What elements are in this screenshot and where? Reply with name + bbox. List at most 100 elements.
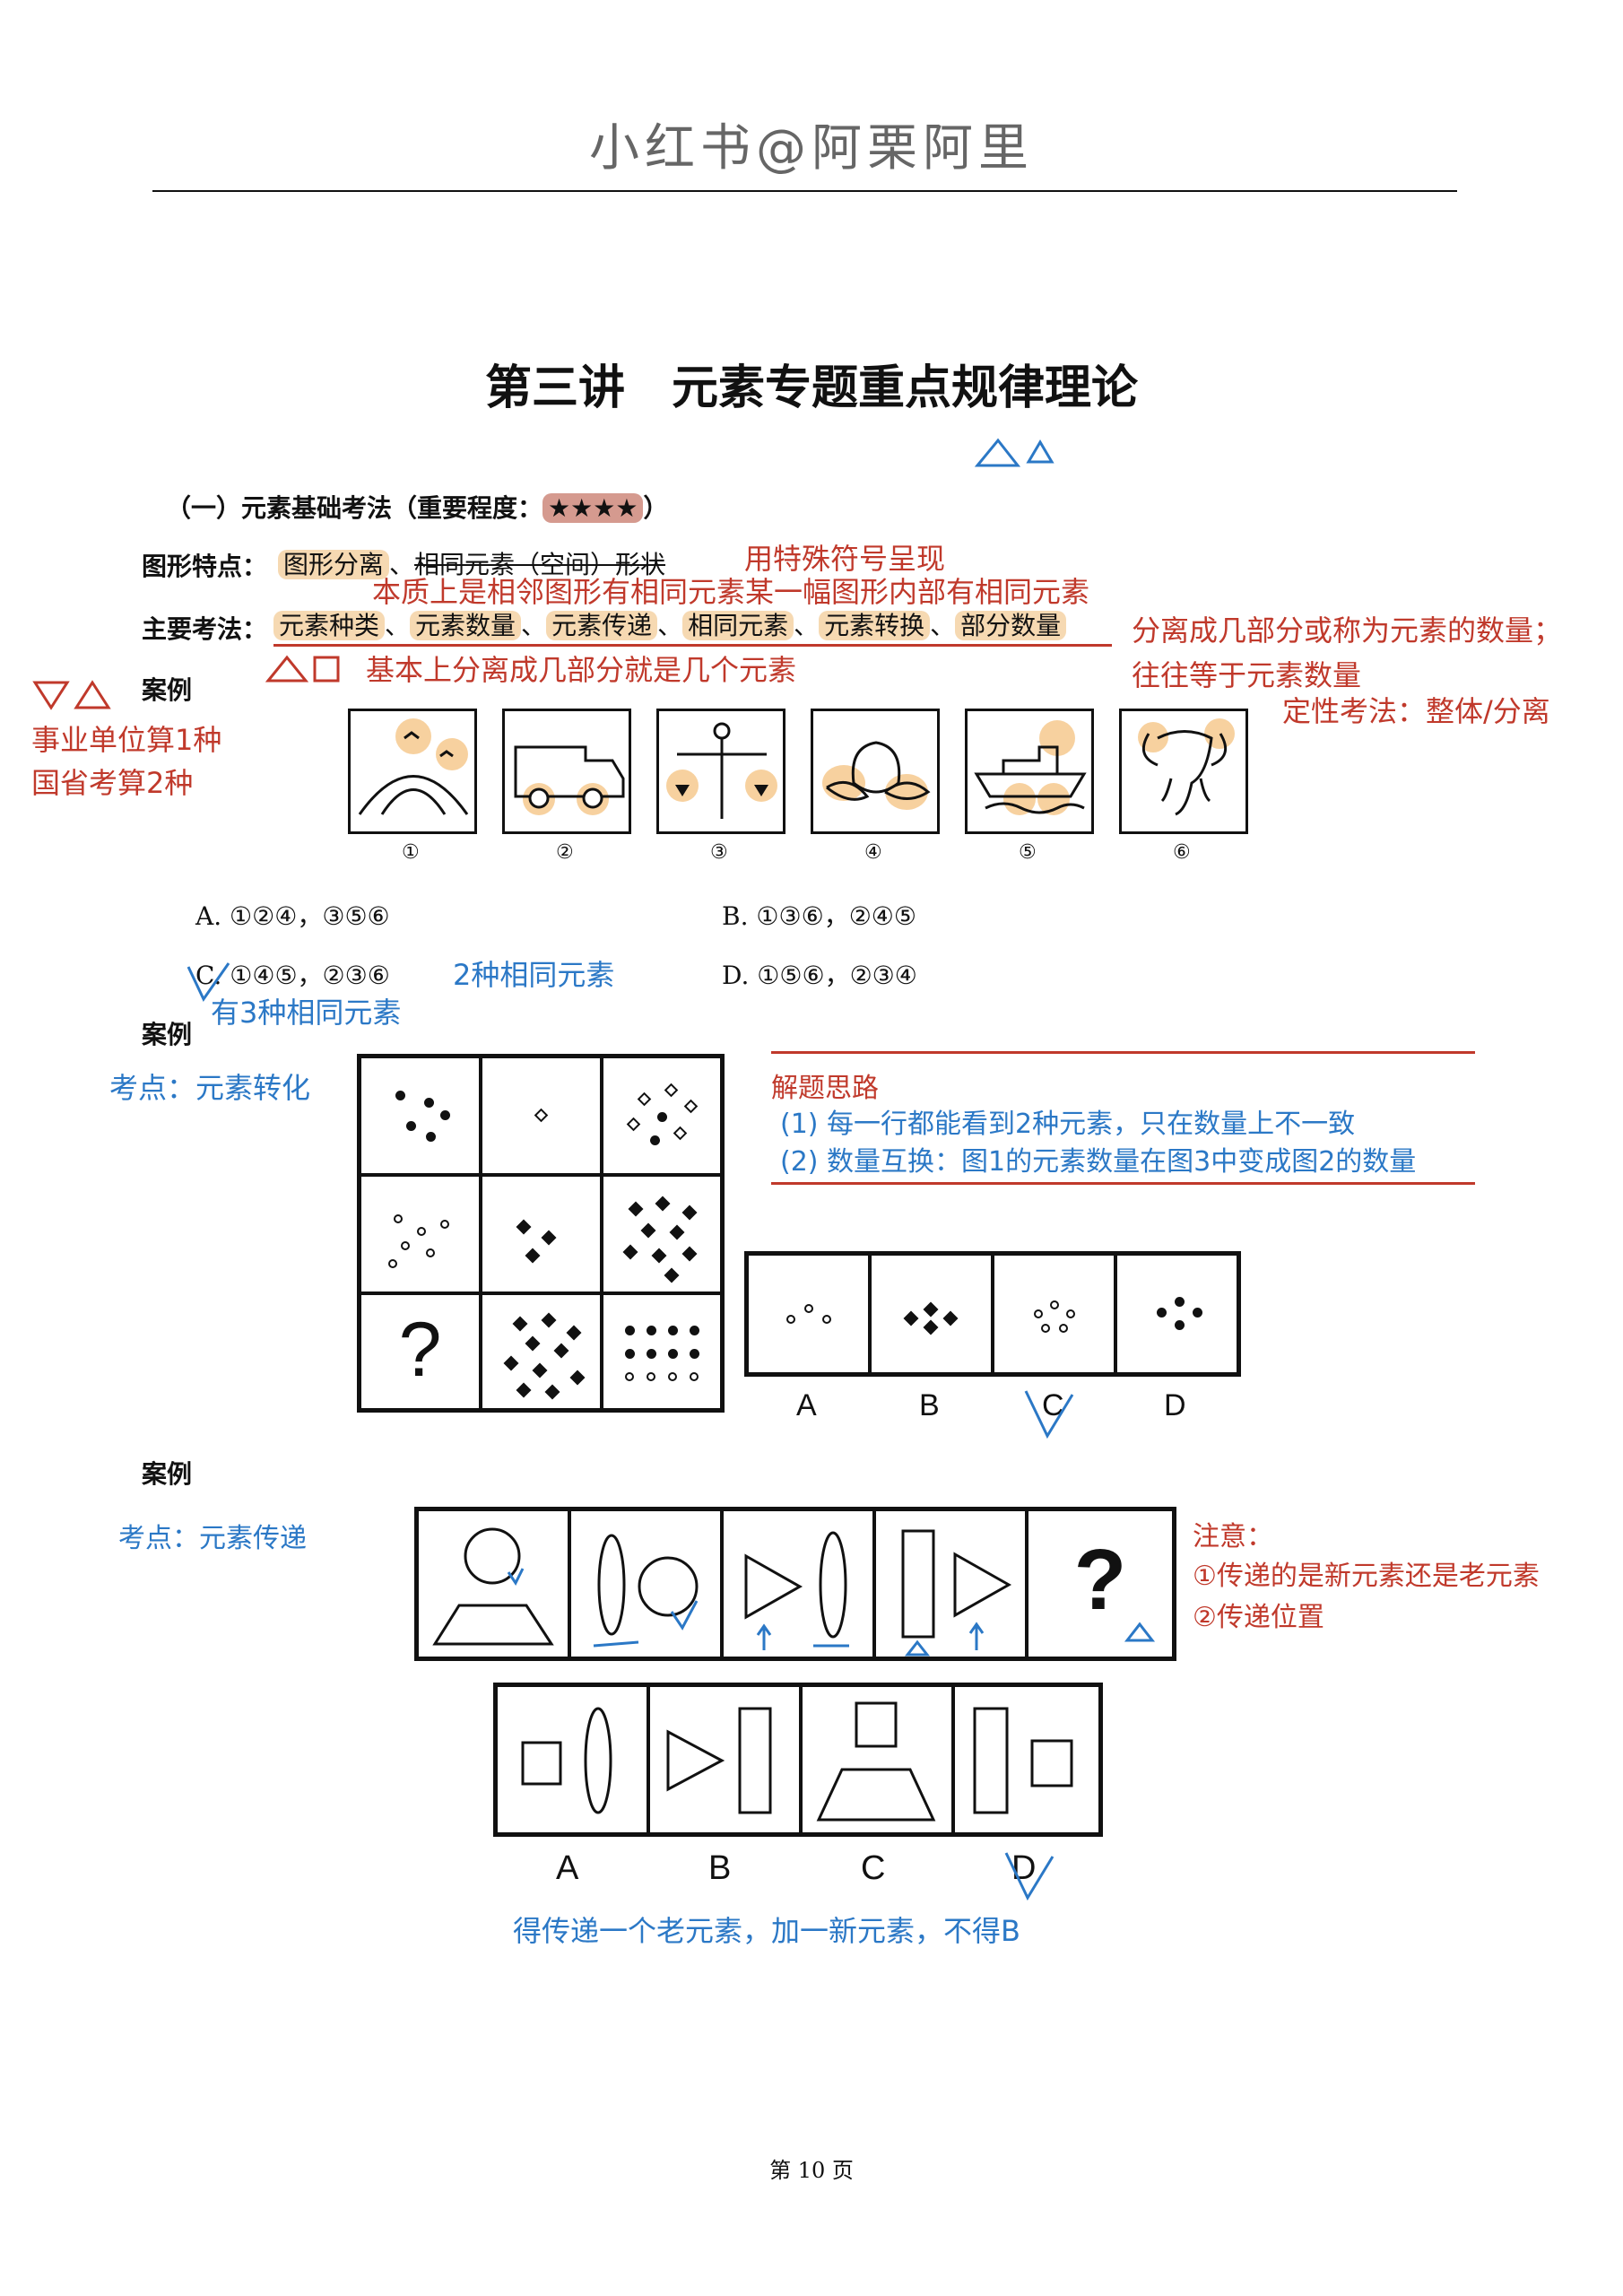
case3-question-row: ? bbox=[414, 1507, 1176, 1661]
case3-bottom-note: 得传递一个老元素，加一新元素，不得B bbox=[513, 1914, 1020, 1948]
case2-topic: 考点：元素转化 bbox=[109, 1071, 311, 1105]
fig-label: ① bbox=[402, 841, 420, 864]
answer-option-c[interactable] bbox=[993, 1254, 1115, 1374]
case3-topic: 考点：元素传递 bbox=[118, 1523, 307, 1554]
case3-answer-row bbox=[493, 1683, 1103, 1837]
case1-note-c1: 2种相同元素 bbox=[453, 958, 615, 992]
method-element-count: 元素数量 bbox=[410, 611, 522, 640]
grid-cell-question: ? bbox=[360, 1293, 481, 1410]
option-b[interactable]: B. ①③⑥，②④⑤ bbox=[722, 897, 916, 933]
checkmark-icon bbox=[1024, 1390, 1074, 1439]
features-label: 图形特点： bbox=[142, 552, 268, 581]
answer-label: D bbox=[1164, 1388, 1186, 1422]
feature-separation: 图形分离 bbox=[278, 550, 390, 579]
page-title: 第三讲 元素专题重点规律理论 bbox=[484, 361, 1138, 415]
grid-cell bbox=[602, 1293, 722, 1410]
case2-label: 案例 bbox=[142, 1020, 193, 1049]
methods-note-right-1: 分离成几部分或称为元素的数量； bbox=[1132, 613, 1563, 648]
methods-note-below: 基本上分离成几部分就是几个元素 bbox=[366, 653, 797, 687]
case1-figure-6 bbox=[1119, 709, 1248, 834]
method-element-conversion: 元素转换 bbox=[819, 611, 931, 640]
answer-label: B bbox=[708, 1849, 732, 1887]
page-number: 第 10 页 bbox=[769, 2158, 854, 2183]
grid-cell bbox=[481, 1057, 602, 1175]
grid-cell bbox=[360, 1057, 481, 1175]
method-part-count: 部分数量 bbox=[955, 611, 1067, 640]
case3-figure-2 bbox=[569, 1509, 722, 1658]
option-d[interactable]: D. ①⑤⑥，②③④ bbox=[722, 956, 917, 992]
watermark: 小红书@阿栗阿里 bbox=[589, 119, 1034, 178]
solution-1: (1) 每一行都能看到2种元素，只在数量上不一致 bbox=[780, 1109, 1356, 1140]
case3-question-cell: ? bbox=[1027, 1509, 1174, 1658]
option-text: ①④⑤，②③⑥ bbox=[230, 961, 390, 990]
case3-figure-1 bbox=[417, 1509, 569, 1658]
solution-top-line bbox=[771, 1051, 1475, 1054]
case1-figure-3 bbox=[656, 709, 785, 834]
methods-note-right-2: 往往等于元素数量 bbox=[1132, 658, 1362, 692]
features-values: 图形分离、相同元素（空间）形状 bbox=[278, 545, 665, 581]
case3-figure-3 bbox=[722, 1509, 874, 1658]
option-key: A. bbox=[195, 901, 222, 931]
answer-option-a[interactable] bbox=[747, 1254, 870, 1374]
option-text: ①⑤⑥，②③④ bbox=[757, 961, 917, 990]
importance-stars: ★★★★ bbox=[542, 493, 644, 523]
checkmark-icon bbox=[187, 962, 230, 1002]
answer-label: B bbox=[919, 1388, 940, 1422]
section-heading-text: （一）元素基础考法（重要程度： bbox=[166, 493, 543, 523]
section-heading-end: ） bbox=[643, 493, 669, 523]
question-mark: ? bbox=[398, 1307, 442, 1393]
features-note: 用特殊符号呈现 bbox=[744, 542, 946, 576]
features-note-2: 本质上是相邻图形有相同元素某一幅图形内部有相同元素 bbox=[372, 575, 1090, 609]
case2-grid: ? bbox=[357, 1054, 725, 1413]
fig-label: ⑥ bbox=[1173, 841, 1191, 864]
grid-cell bbox=[360, 1175, 481, 1293]
case3-note-2: ②传递位置 bbox=[1193, 1602, 1324, 1633]
option-text: ①③⑥，②④⑤ bbox=[756, 901, 917, 931]
case3-label: 案例 bbox=[142, 1459, 193, 1489]
method-same-element: 相同元素 bbox=[682, 611, 794, 640]
case3-note-1: ①传递的是新元素还是老元素 bbox=[1193, 1561, 1540, 1592]
fig-label: ⑤ bbox=[1019, 841, 1037, 864]
methods-label: 主要考法： bbox=[142, 614, 268, 644]
answer-option-b[interactable] bbox=[870, 1254, 993, 1374]
case1-figure-5 bbox=[965, 709, 1094, 834]
answer-label: D bbox=[1011, 1849, 1037, 1887]
answer-option-c[interactable] bbox=[801, 1685, 953, 1834]
option-key: C. bbox=[195, 961, 222, 990]
grid-cell bbox=[481, 1175, 602, 1293]
answer-option-d[interactable] bbox=[1115, 1254, 1238, 1374]
case3-note-title: 注意： bbox=[1193, 1521, 1273, 1552]
triangle-square-icon bbox=[265, 655, 340, 683]
left-note-2: 国省考算2种 bbox=[31, 766, 194, 800]
option-c[interactable]: C. ①④⑤，②③⑥ bbox=[195, 956, 390, 992]
solution-bottom-line bbox=[771, 1182, 1475, 1185]
answer-label: A bbox=[796, 1388, 817, 1422]
grid-cell bbox=[602, 1175, 722, 1293]
feature-separator: 、 bbox=[389, 550, 415, 579]
option-text: ①②④，③⑤⑥ bbox=[230, 901, 390, 931]
grid-cell bbox=[481, 1293, 602, 1410]
option-a[interactable]: A. ①②④，③⑤⑥ bbox=[195, 897, 390, 933]
grid-cell bbox=[602, 1057, 722, 1175]
section-heading: （一）元素基础考法（重要程度：★★★★） bbox=[166, 489, 668, 525]
methods-underline bbox=[273, 644, 1112, 647]
question-mark: ? bbox=[1073, 1532, 1127, 1628]
answer-label: A bbox=[556, 1849, 579, 1887]
header-divider bbox=[152, 190, 1457, 192]
checkmark-icon bbox=[1004, 1852, 1055, 1901]
solution-title: 解题思路 bbox=[771, 1073, 879, 1104]
solution-2: (2) 数量互换：图1的元素数量在图3中变成图2的数量 bbox=[780, 1146, 1417, 1178]
case1-label: 案例 bbox=[142, 675, 193, 705]
answer-option-b[interactable] bbox=[648, 1685, 801, 1834]
method-element-transfer: 元素传递 bbox=[546, 611, 658, 640]
method-element-kind: 元素种类 bbox=[273, 611, 386, 640]
answer-option-a[interactable] bbox=[496, 1685, 648, 1834]
case1-figure-1 bbox=[348, 709, 477, 834]
methods-list: 元素种类、元素数量、元素传递、相同元素、元素转换、部分数量 bbox=[273, 606, 1067, 642]
case1-figure-4 bbox=[811, 709, 940, 834]
answer-label: C bbox=[861, 1849, 886, 1887]
triangle-marks-icon bbox=[974, 438, 1055, 467]
answer-option-d[interactable] bbox=[953, 1685, 1100, 1834]
fig-label: ④ bbox=[864, 841, 882, 864]
feature-same-element: 相同元素（空间）形状 bbox=[414, 550, 666, 579]
